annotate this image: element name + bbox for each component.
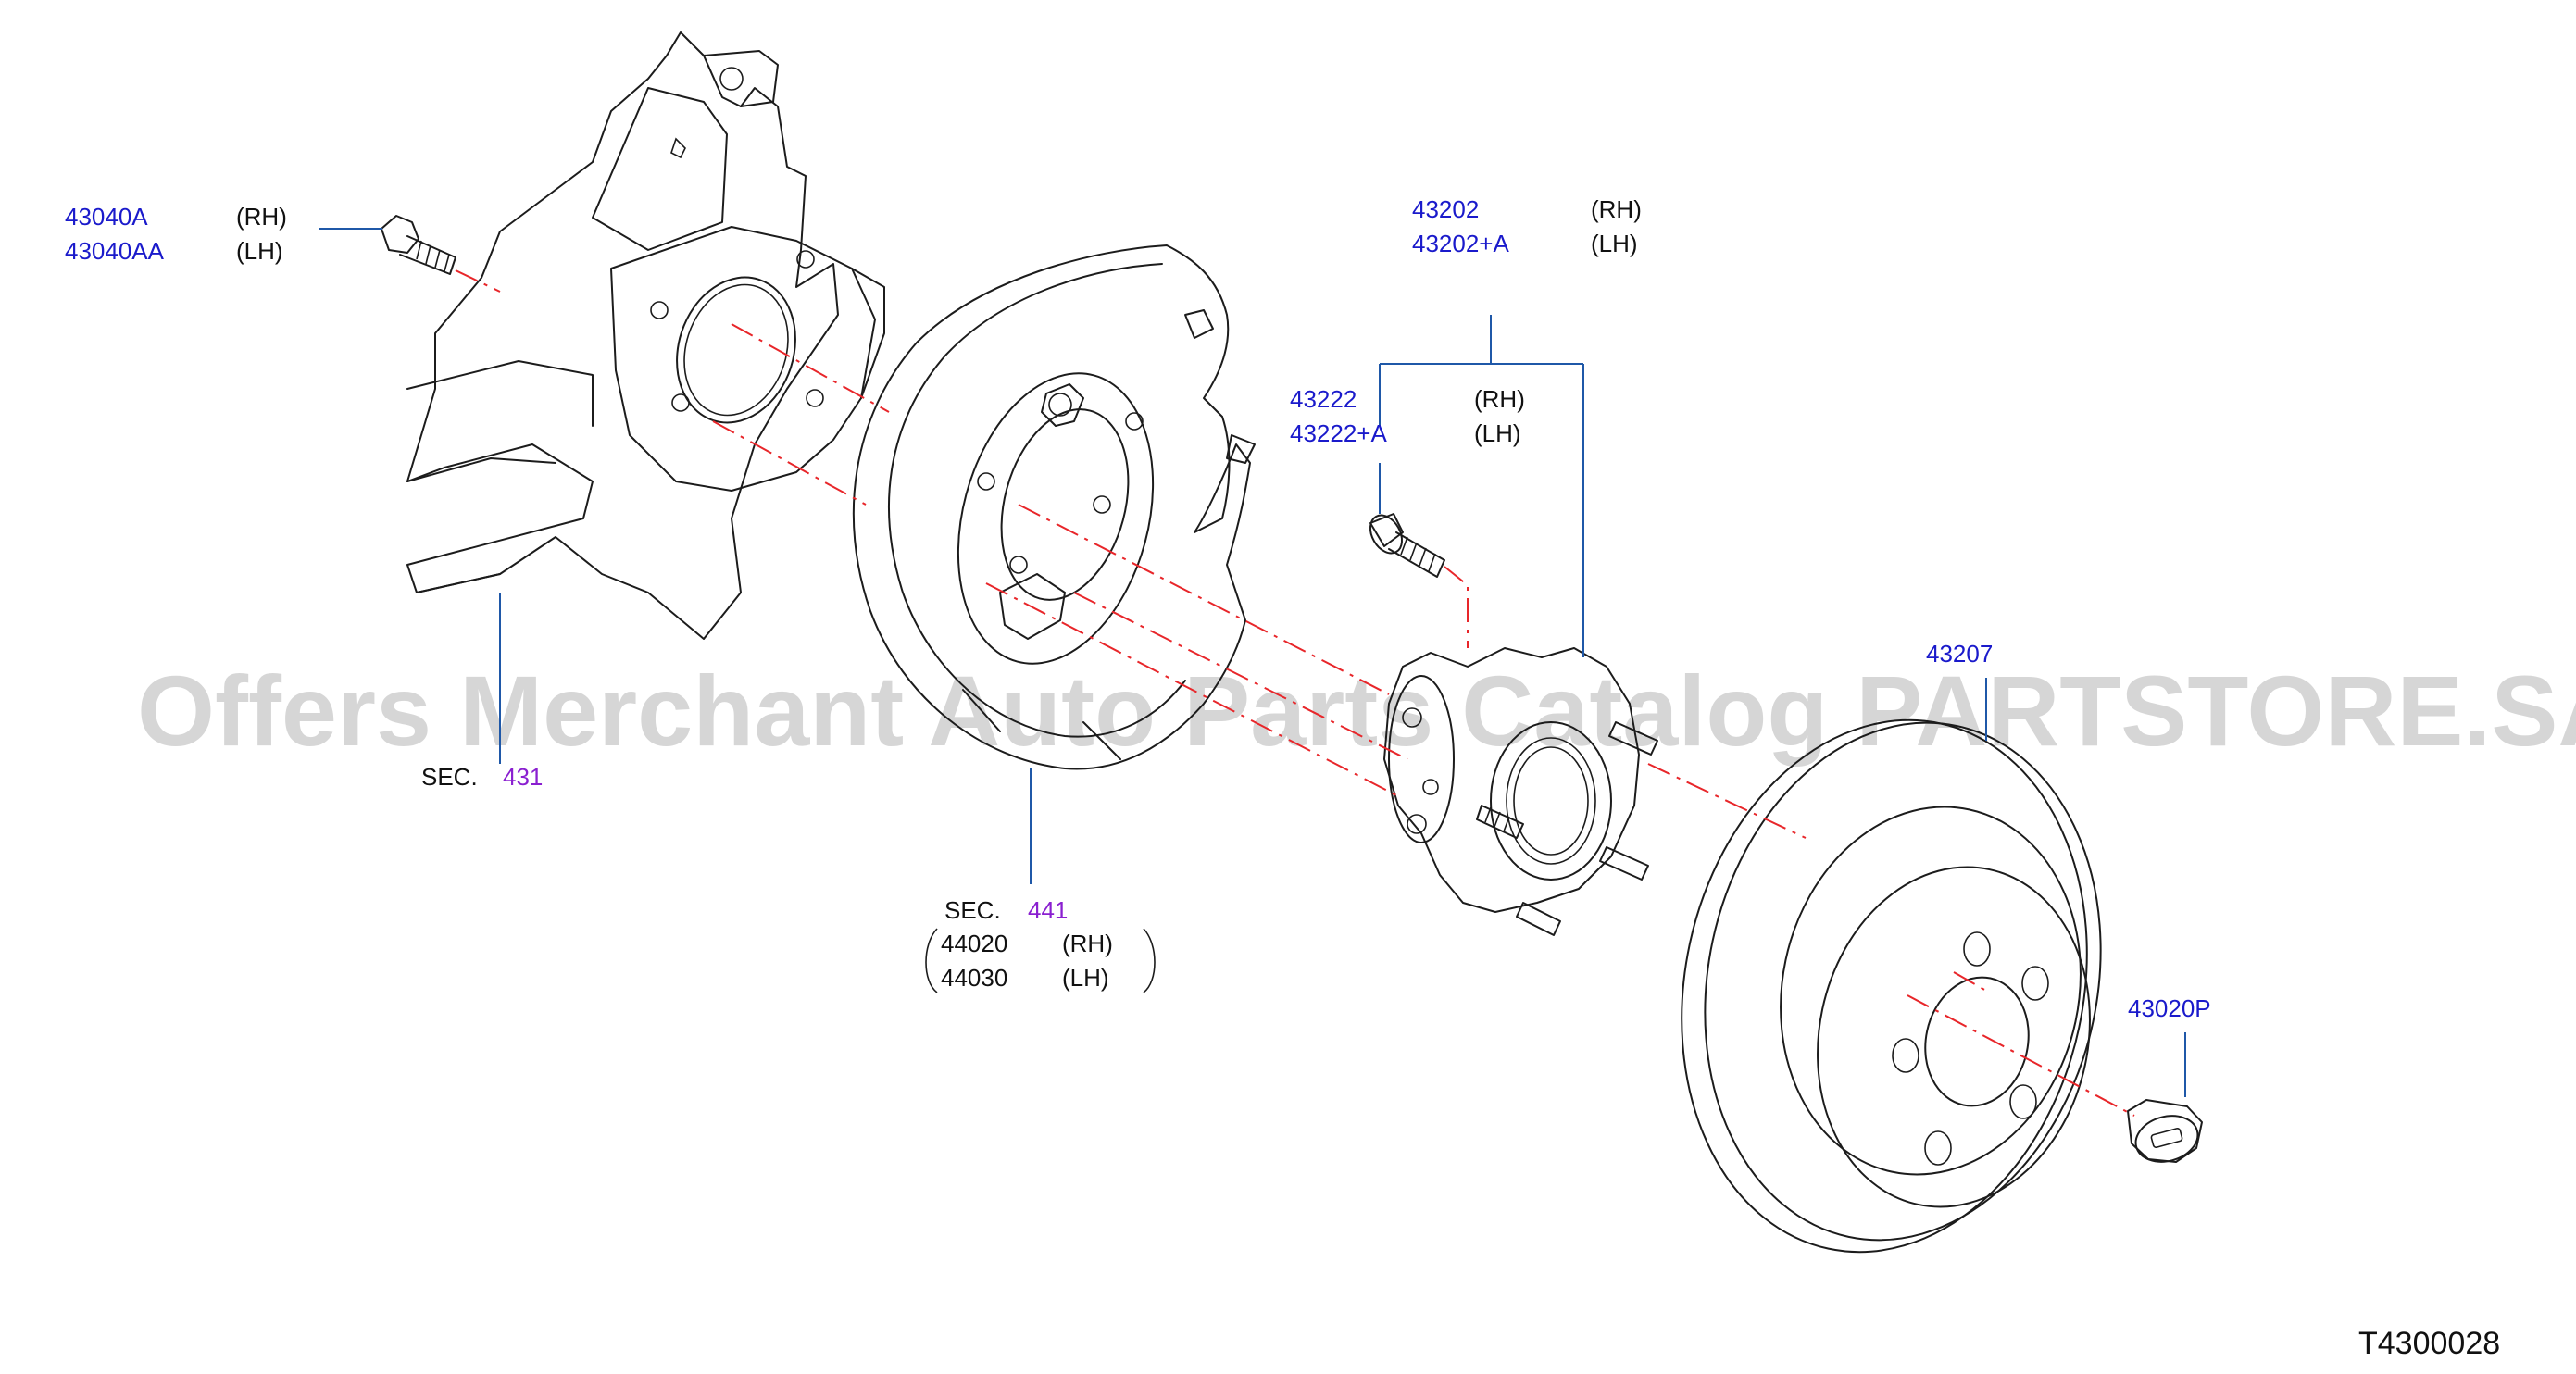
leader-lines <box>319 228 2186 1097</box>
label-rotor: 43207 <box>1926 640 1993 668</box>
cap-illustration <box>2127 1099 2203 1163</box>
diagram-code: T4300028 <box>2358 1326 2500 1361</box>
side-lh: (LH) <box>1591 230 1638 257</box>
section-prefix: SEC. <box>944 896 1001 924</box>
label-hub-bolt: 43222 (RH) 43222+A (LH) <box>1290 385 1525 447</box>
center-lines <box>455 269 2135 1117</box>
hub-bolt-illustration <box>1369 513 1445 578</box>
label-backing-plate: SEC. 441 44020 (RH) 44030 (LH) <box>925 896 1156 993</box>
backing-plate-illustration <box>852 244 1256 770</box>
knuckle-illustration <box>406 31 885 640</box>
section-number: 441 <box>1028 896 1068 924</box>
side-rh: (RH) <box>1474 385 1525 413</box>
right-bracket <box>1143 928 1156 993</box>
side-lh: (LH) <box>236 237 283 265</box>
section-prefix: SEC. <box>421 763 478 791</box>
side-rh: (RH) <box>1591 195 1642 223</box>
part-number: 43207 <box>1926 640 1993 668</box>
side-rh: (RH) <box>1062 930 1113 957</box>
knuckle-bolt-illustration <box>381 215 456 275</box>
part-number-rh: 44020 <box>941 930 1007 957</box>
left-bracket <box>925 928 938 993</box>
part-number: 43020P <box>2128 994 2211 1022</box>
part-number-rh: 43040A <box>65 203 148 231</box>
side-lh: (LH) <box>1474 419 1521 447</box>
watermark: Offers Merchant Auto Parts Catalog PARTS… <box>137 655 2576 767</box>
label-cap: 43020P <box>2128 994 2211 1022</box>
label-hub-assembly: 43202 (RH) 43202+A (LH) <box>1412 195 1642 257</box>
part-number-lh: 43040AA <box>65 237 165 265</box>
part-number-rh: 43222 <box>1290 385 1357 413</box>
part-number-lh: 44030 <box>941 964 1007 992</box>
side-rh: (RH) <box>236 203 287 231</box>
part-number-lh: 43202+A <box>1412 230 1509 257</box>
part-number-lh: 43222+A <box>1290 419 1387 447</box>
section-number: 431 <box>503 763 543 791</box>
hub-assembly-illustration <box>1383 647 1658 936</box>
label-knuckle-section: SEC. 431 <box>421 763 543 791</box>
label-knuckle-bolt: 43040A (RH) 43040AA (LH) <box>65 203 287 265</box>
side-lh: (LH) <box>1062 964 1109 992</box>
part-number-rh: 43202 <box>1412 195 1479 223</box>
brake-rotor-illustration <box>1681 718 2102 1254</box>
